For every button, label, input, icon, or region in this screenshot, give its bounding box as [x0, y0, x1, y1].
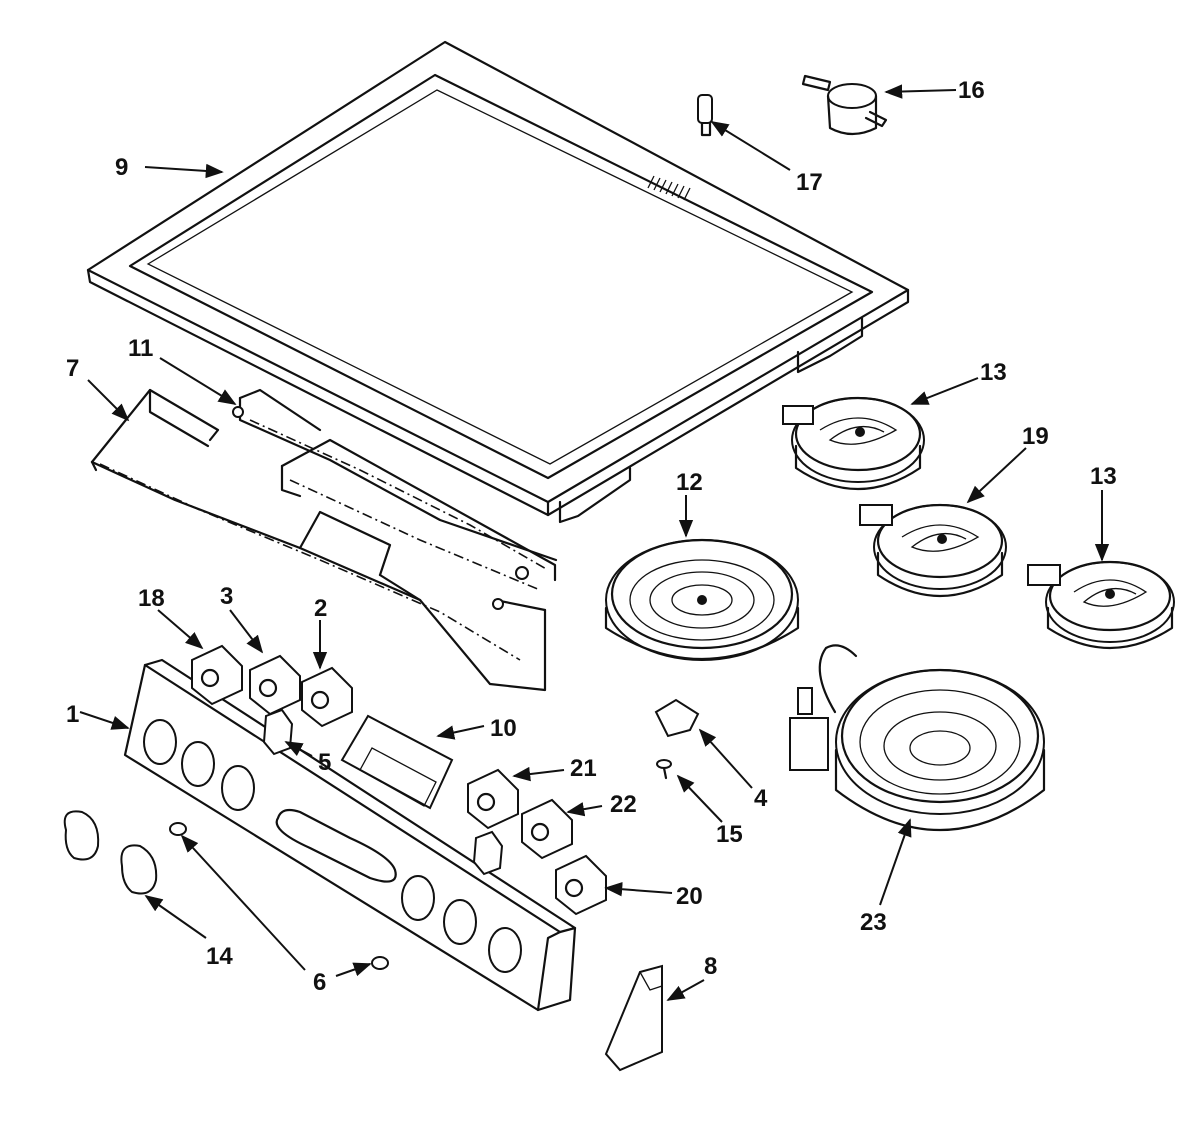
knob-part-14a — [63, 810, 100, 861]
callout-1: 1 — [66, 701, 79, 728]
cooktop-main-top — [86, 40, 910, 524]
callout-14: 14 — [206, 943, 233, 970]
callout-17: 17 — [796, 169, 823, 196]
bumper-part-6b — [371, 956, 389, 970]
surface-element-23 — [789, 644, 1046, 832]
callout-labels: 1 2 3 4 5 6 7 8 9 10 11 12 13 13 14 15 1… — [66, 77, 1117, 996]
callout-10: 10 — [490, 715, 517, 742]
callout-19: 19 — [1022, 423, 1049, 450]
control-panel — [123, 658, 577, 1012]
knob-part-14b — [120, 844, 158, 895]
electronic-control-10 — [340, 714, 454, 810]
surface-element-13-rear — [782, 396, 925, 491]
indicator-light — [472, 830, 504, 876]
switch-22 — [521, 798, 573, 860]
callout-6: 6 — [313, 969, 326, 996]
indicator-light-5 — [262, 708, 294, 756]
surface-element-12 — [604, 538, 800, 661]
callout-5: 5 — [318, 749, 331, 776]
surface-element-13-front — [1027, 560, 1175, 650]
switch-20 — [555, 854, 607, 916]
surface-element-19 — [859, 503, 1007, 598]
clip-part-4 — [654, 698, 700, 738]
callout-7: 7 — [66, 355, 79, 382]
terminal-part — [697, 94, 713, 137]
capacitor-part — [801, 74, 888, 136]
end-cap-part-8 — [604, 964, 663, 1072]
callout-15: 15 — [716, 821, 743, 848]
control-panel-bracket — [90, 388, 558, 692]
callout-21: 21 — [570, 755, 597, 782]
callout-4: 4 — [754, 785, 768, 812]
vent-slots — [647, 175, 691, 201]
callout-13-rear: 13 — [980, 359, 1007, 386]
callout-13-front: 13 — [1090, 463, 1117, 490]
switch-2 — [301, 666, 353, 728]
callout-11: 11 — [128, 335, 153, 362]
callout-20: 20 — [676, 883, 703, 910]
callout-22: 22 — [610, 791, 637, 818]
screw-part-15 — [656, 759, 672, 780]
callout-23: 23 — [860, 909, 887, 936]
switch-21 — [467, 768, 519, 830]
bumper-part-6a — [169, 822, 187, 836]
leader-lines — [79, 84, 1110, 1001]
switch-18 — [191, 644, 243, 706]
callout-8: 8 — [704, 953, 717, 980]
callout-2: 2 — [314, 595, 327, 622]
callout-12: 12 — [676, 469, 703, 496]
callout-3: 3 — [220, 583, 233, 610]
callout-9: 9 — [115, 154, 128, 181]
callout-18: 18 — [138, 585, 165, 612]
callout-16: 16 — [958, 77, 985, 104]
switch-3 — [249, 654, 301, 716]
